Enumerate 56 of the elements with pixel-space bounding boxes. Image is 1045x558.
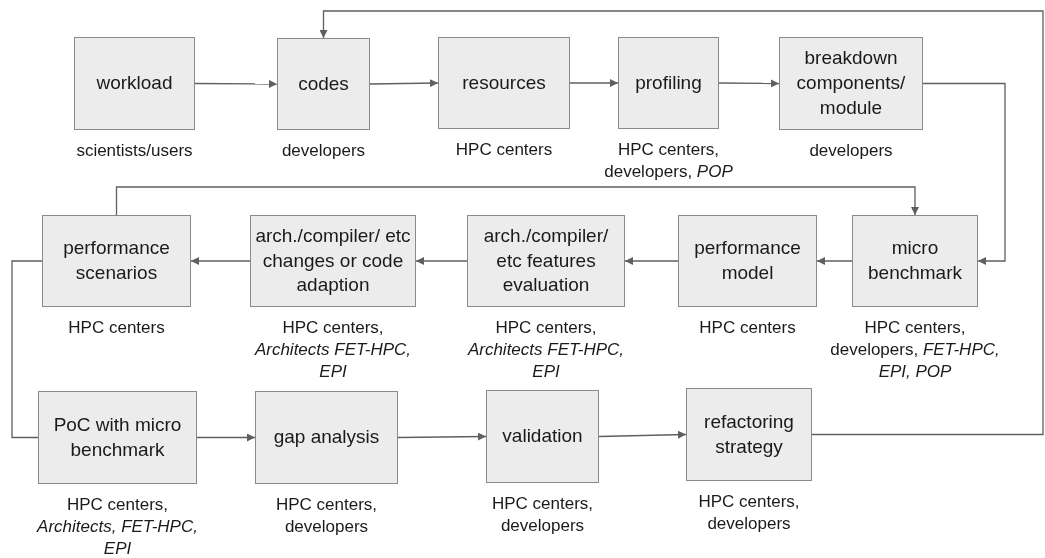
role-caption: HPC centers, developers, FET-HPC, EPI, POP	[829, 317, 1001, 384]
box-label: performance scenarios	[62, 236, 171, 285]
arrow	[115, 186, 919, 216]
arrow	[194, 79, 278, 88]
role-caption: HPC centers	[698, 317, 797, 339]
box-label: validation	[502, 424, 583, 449]
process-box	[255, 391, 398, 484]
role-caption: HPC centers, Architects FET-HPC, EPI	[466, 317, 626, 384]
role-caption: developers	[280, 140, 367, 162]
box-label: performance model	[693, 236, 802, 285]
process-box	[38, 391, 197, 484]
arrow	[369, 79, 439, 88]
process-box	[277, 38, 370, 130]
role-caption: developers	[808, 140, 894, 162]
process-box	[486, 390, 599, 483]
box-label: workload	[96, 71, 173, 96]
role-caption: HPC centers	[67, 317, 166, 339]
role-caption: scientists/users	[75, 140, 194, 162]
box-label: refactoring strategy	[703, 409, 795, 459]
process-box	[852, 215, 978, 307]
box-label: gap analysis	[273, 425, 380, 450]
box-label: resources	[462, 70, 546, 95]
process-box	[686, 388, 812, 481]
box-label: micro benchmark	[867, 236, 963, 285]
arrow	[415, 257, 468, 265]
role-caption: HPC centers, Architects FET-HPC, EPI	[253, 317, 413, 384]
box-label: arch./compiler/ etc changes or code adaption	[255, 223, 411, 298]
role-caption: HPC centers, developers	[274, 494, 379, 539]
process-box	[250, 215, 416, 307]
arrow	[397, 432, 487, 441]
box-label: codes	[298, 71, 349, 96]
box-label: profiling	[635, 70, 702, 95]
arrow	[598, 430, 687, 439]
arrow	[569, 79, 619, 87]
role-caption: HPC centers	[454, 139, 554, 161]
role-caption: HPC centers, Architects, FET-HPC, EPI	[35, 494, 199, 558]
process-box	[438, 37, 570, 129]
box-label: PoC with micro benchmark	[52, 412, 183, 462]
box-label: arch./compiler/ etc features evaluation	[482, 223, 610, 298]
arrow	[922, 82, 1006, 265]
arrow	[196, 433, 256, 442]
process-box	[779, 37, 923, 130]
process-box	[42, 215, 191, 307]
arrow	[718, 79, 780, 88]
arrow	[816, 257, 853, 265]
box-label: breakdown components/ module	[795, 46, 907, 120]
arrow	[190, 257, 251, 265]
process-box	[467, 215, 625, 307]
arrow	[624, 257, 679, 265]
role-caption: HPC centers, developers	[697, 491, 801, 536]
role-caption: HPC centers, developers	[490, 493, 595, 538]
process-box	[618, 37, 719, 129]
process-box	[678, 215, 817, 307]
role-caption: HPC centers, developers, POP	[603, 139, 734, 184]
process-box	[74, 37, 195, 130]
arrow	[319, 10, 1044, 436]
